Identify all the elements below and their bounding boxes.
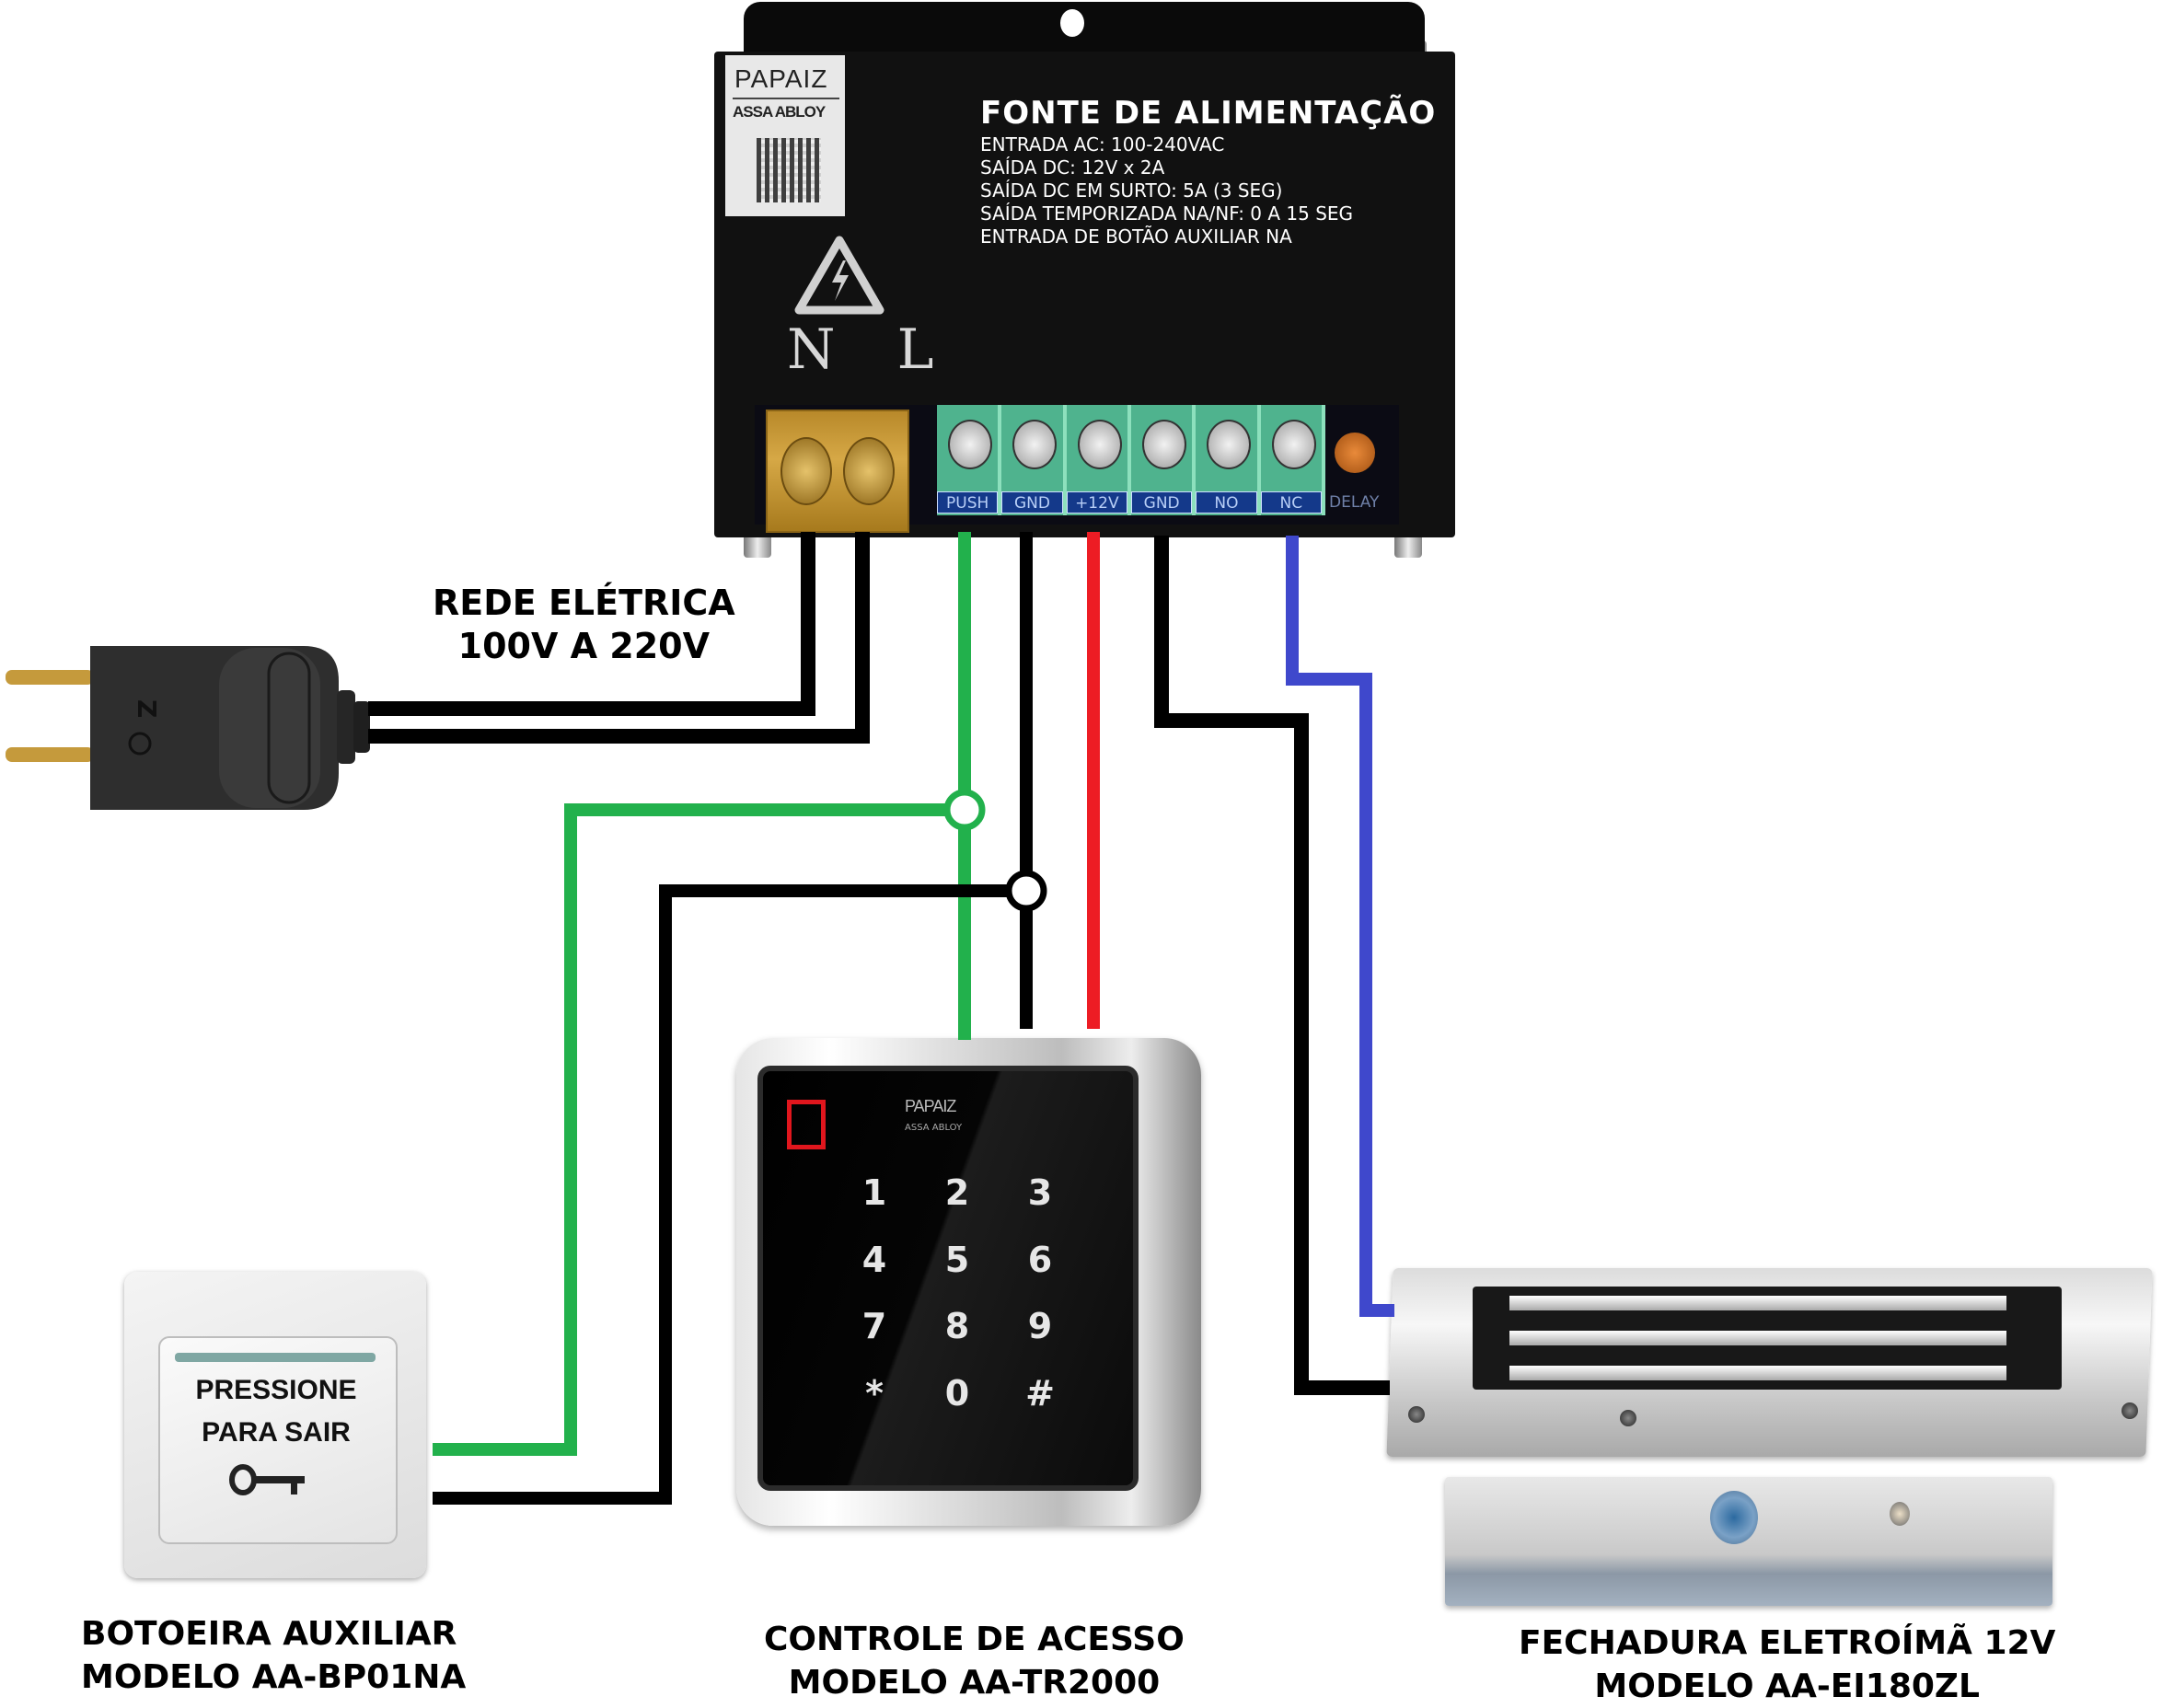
exit-button-caption: BOTOEIRA AUXILIAR MODELO AA-BP01NA <box>81 1612 466 1699</box>
mag-lock-caption: FECHADURA ELETROÍMÃ 12V MODELO AA-EI180Z… <box>1519 1621 2055 1708</box>
keypad-key[interactable]: 7 <box>861 1306 887 1346</box>
mounting-hole <box>1060 9 1084 37</box>
power-plug-icon: Z <box>6 646 370 810</box>
terminal-label: +12V <box>1066 491 1127 514</box>
keypad-key[interactable]: 6 <box>1027 1239 1053 1280</box>
svg-text:Z: Z <box>132 699 162 718</box>
spec-line: ENTRADA DE BOTÃO AUXILIAR NA <box>980 225 1292 248</box>
brand-logo: PAPAIZ <box>734 64 828 93</box>
push-junction <box>943 789 986 831</box>
key-icon <box>229 1464 305 1495</box>
terminal-label: PUSH <box>937 491 999 514</box>
dc-terminal-block: PUSH GND +12V GND NO NC <box>937 405 1325 515</box>
access-control-caption: CONTROLE DE ACESSO MODELO AA-TR2000 <box>764 1618 1185 1704</box>
keypad-key[interactable]: 9 <box>1027 1306 1053 1346</box>
terminal-screw <box>1141 420 1186 469</box>
terminal-screw <box>1012 420 1058 469</box>
keypad-brand-logo: PAPAIZ <box>905 1097 956 1115</box>
power-supply-post <box>1394 534 1422 558</box>
screw-icon <box>1408 1406 1425 1423</box>
armature-pin <box>1890 1502 1910 1526</box>
keypad-key[interactable]: 0 <box>944 1372 970 1414</box>
terminal-label: NO <box>1196 491 1257 514</box>
terminal-12v: +12V <box>1066 405 1131 515</box>
brand-divider <box>733 98 839 99</box>
ac-input-label: N L <box>787 317 956 382</box>
mag-lock-bar <box>1509 1296 2006 1310</box>
power-supply-specs: ENTRADA AC: 100-240VAC SAÍDA DC: 12V x 2… <box>980 133 1353 248</box>
nc-lock-wire <box>1286 536 1394 1317</box>
access-control-caption-line2: MODELO AA-TR2000 <box>788 1664 1161 1702</box>
terminal-label: GND <box>1001 491 1063 514</box>
mag-lock-caption-line1: FECHADURA ELETROÍMÃ 12V <box>1519 1624 2056 1662</box>
gnd-junction <box>1005 870 1047 912</box>
terminal-label: GND <box>1130 491 1193 514</box>
mag-lock-bar <box>1509 1366 2006 1380</box>
keypad-key[interactable]: 1 <box>861 1172 887 1213</box>
terminal-screw <box>1207 420 1252 469</box>
ac-terminal-block <box>766 410 909 533</box>
keypad-key[interactable]: 4 <box>861 1239 887 1280</box>
qr-code-icon <box>757 138 821 202</box>
exit-button-text-line2: PARA SAIR <box>202 1417 351 1448</box>
mains-label: REDE ELÉTRICA 100V A 220V <box>433 582 735 668</box>
keypad-key[interactable]: 8 <box>944 1306 970 1346</box>
terminal-label: NC <box>1260 491 1322 514</box>
mains-label-line2: 100V A 220V <box>457 626 711 666</box>
delay-potentiometer[interactable] <box>1335 433 1375 473</box>
exit-button-caption-line1: BOTOEIRA AUXILIAR <box>81 1615 457 1653</box>
power-supply-title: FONTE DE ALIMENTAÇÃO <box>980 95 1437 132</box>
exit-button-text-line1: PRESSIONE <box>195 1375 357 1405</box>
terminal-screw-n <box>780 437 832 505</box>
rfid-indicator-icon <box>787 1100 826 1149</box>
mag-lock-caption-line2: MODELO AA-EI180ZL <box>1594 1668 1980 1705</box>
access-control-caption-line1: CONTROLE DE ACESSO <box>764 1621 1185 1658</box>
terminal-screw <box>1077 420 1122 469</box>
terminal-nc: NC <box>1260 405 1325 515</box>
keypad-key[interactable]: * <box>865 1372 884 1414</box>
armature-mounting-hole <box>1710 1491 1758 1544</box>
mag-lock-bar <box>1509 1331 2006 1345</box>
exit-button-led <box>175 1353 376 1362</box>
exit-button-text: PRESSIONE PARA SAIR <box>158 1369 394 1454</box>
spec-line: SAÍDA DC: 12V x 2A <box>980 156 1165 179</box>
spec-line: SAÍDA DC EM SURTO: 5A (3 SEG) <box>980 179 1283 202</box>
terminal-gnd: GND <box>1001 405 1067 515</box>
brand-subtitle: ASSA ABLOY <box>733 103 826 121</box>
terminal-screw-l <box>843 437 895 505</box>
delay-label: DELAY <box>1329 493 1380 512</box>
terminal-gnd-2: GND <box>1130 405 1197 515</box>
spec-line: SAÍDA TEMPORIZADA NA/NF: 0 A 15 SEG <box>980 202 1354 225</box>
mains-label-line1: REDE ELÉTRICA <box>433 583 735 623</box>
keypad-grid: 1 2 3 4 5 6 7 8 9 * 0 # <box>833 1160 1081 1426</box>
keypad-key[interactable]: # <box>1025 1372 1055 1414</box>
terminal-screw <box>1271 420 1316 469</box>
terminal-no: NO <box>1196 405 1261 515</box>
exit-button[interactable] <box>158 1336 398 1544</box>
keypad-key[interactable]: 2 <box>944 1172 970 1213</box>
electric-hazard-icon <box>794 236 884 315</box>
keypad-key[interactable]: 3 <box>1027 1172 1053 1213</box>
terminal-push: PUSH <box>937 405 1002 515</box>
keypad-brand-subtitle: ASSA ABLOY <box>905 1123 963 1133</box>
exit-button-caption-line2: MODELO AA-BP01NA <box>81 1658 467 1696</box>
screw-icon <box>2122 1402 2138 1419</box>
screw-icon <box>1620 1410 1636 1426</box>
spec-line: ENTRADA AC: 100-240VAC <box>980 133 1225 156</box>
terminal-screw <box>948 420 992 469</box>
keypad-key[interactable]: 5 <box>944 1239 970 1280</box>
